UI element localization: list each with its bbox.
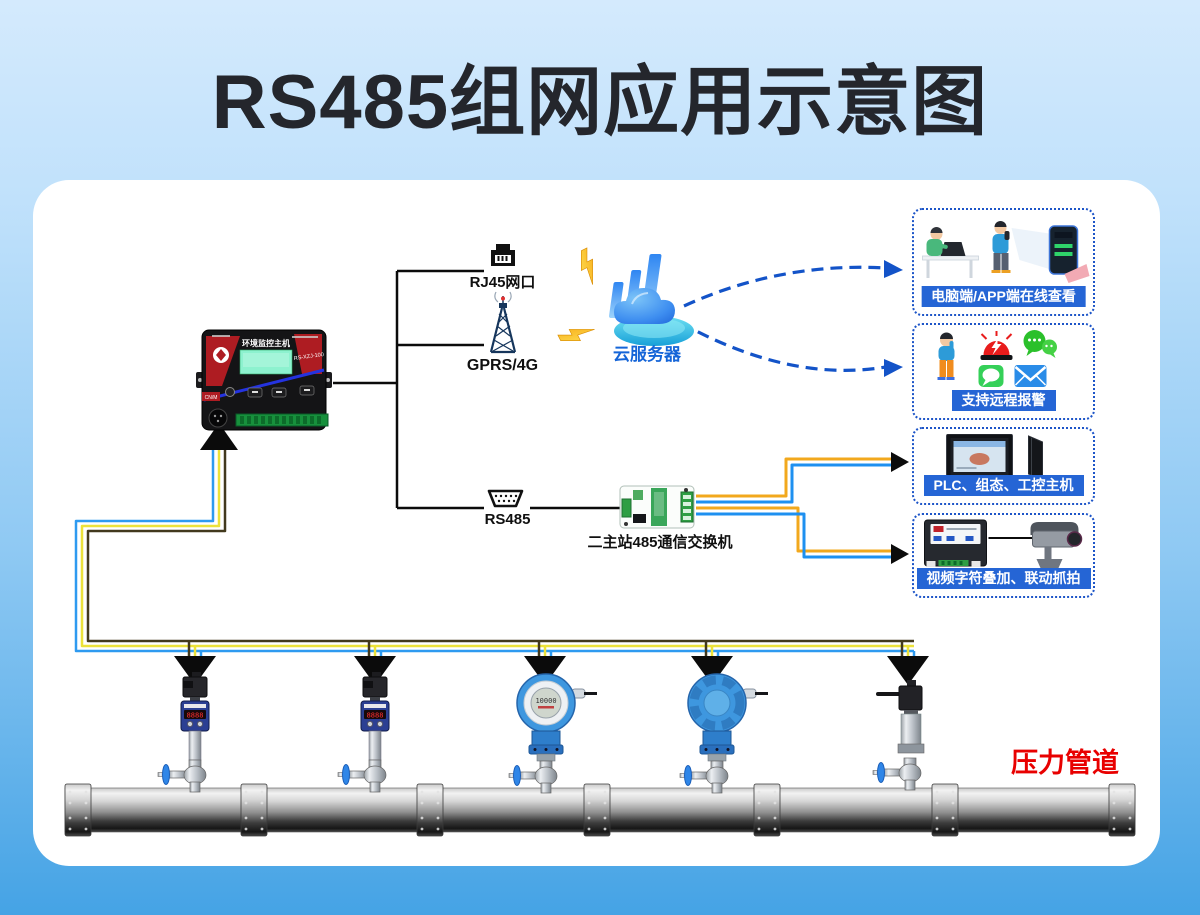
panel-online-view: 电脑端/APP端在线查看 bbox=[912, 208, 1095, 316]
rs485-port-label: RS485 bbox=[484, 511, 531, 528]
overlay-device-graphic bbox=[923, 519, 987, 567]
page-title: RS485组网应用示意图 bbox=[211, 60, 989, 145]
panel-online-view-label: 电脑端/APP端在线查看 bbox=[921, 285, 1086, 307]
pc-app-illustration bbox=[921, 221, 1089, 283]
alarm-illustration bbox=[937, 330, 1057, 387]
cloud-server-label: 云服务器 bbox=[613, 345, 681, 364]
panel-video-capture-label: 视频字符叠加、联动抓拍 bbox=[916, 567, 1091, 589]
panel-monitor-graphic bbox=[945, 434, 1013, 480]
phone-beam-shape bbox=[1011, 228, 1052, 270]
switch-label: 二主站485通信交换机 bbox=[587, 534, 733, 551]
side-monitor-graphic bbox=[1027, 435, 1043, 480]
video-capture-illustration bbox=[923, 519, 1082, 568]
phone-user-figure bbox=[991, 221, 1010, 273]
panel-remote-alarm-label: 支持远程报警 bbox=[951, 389, 1056, 411]
siren-icon bbox=[980, 331, 1012, 360]
panel-remote-alarm: 支持远程报警 bbox=[912, 323, 1095, 420]
cctv-camera-graphic bbox=[1030, 522, 1082, 568]
laptop-user-figure bbox=[921, 227, 979, 278]
wechat-icon bbox=[1023, 330, 1057, 358]
person-figure bbox=[937, 332, 954, 380]
rj45-port-label: RJ45网口 bbox=[469, 274, 536, 291]
panel-plc-host: PLC、组态、工控主机 bbox=[912, 427, 1095, 505]
hand-shape bbox=[1064, 264, 1089, 283]
mail-icon bbox=[1014, 365, 1046, 387]
panel-video-capture: 视频字符叠加、联动抓拍 bbox=[912, 513, 1095, 598]
industrial-monitors-illustration bbox=[945, 434, 1043, 480]
sms-icon bbox=[978, 365, 1003, 387]
smartphone-graphic bbox=[1048, 225, 1089, 283]
panel-plc-host-label: PLC、组态、工控主机 bbox=[923, 474, 1084, 496]
pipeline-label: 压力管道 bbox=[1011, 748, 1119, 778]
gprs-port-label: GPRS/4G bbox=[466, 357, 539, 374]
